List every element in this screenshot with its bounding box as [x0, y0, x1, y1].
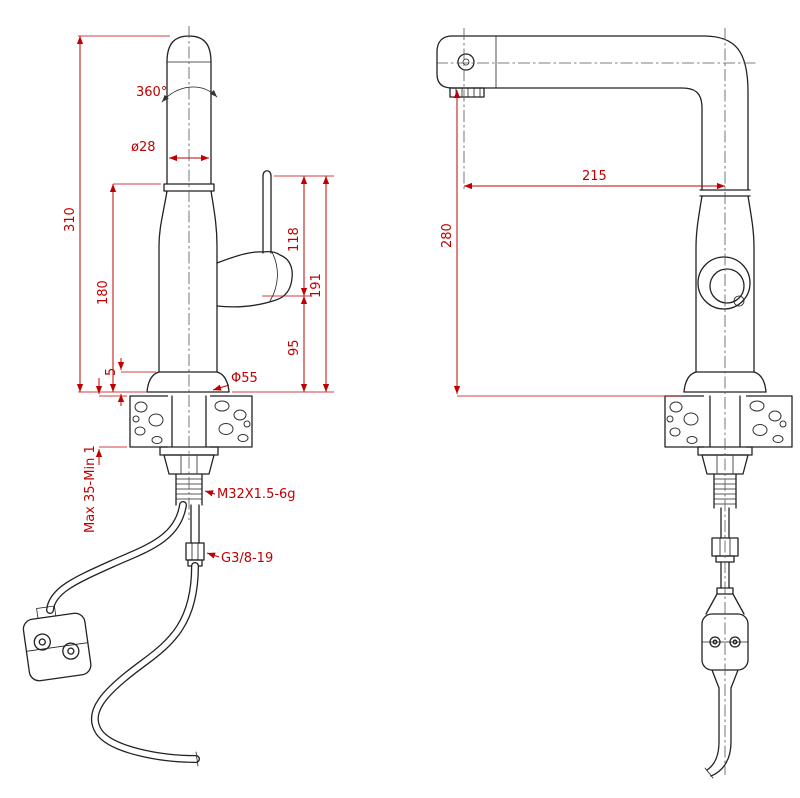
hose-thread-label: G3/8-19	[221, 551, 273, 566]
pullout-hose	[90, 562, 200, 767]
swivel-arrow	[161, 86, 218, 103]
check-valve-fitting	[185, 542, 205, 567]
shank-thread-leader	[204, 490, 216, 497]
nut-facets-right	[716, 455, 734, 474]
mounting-nut-right	[701, 454, 749, 475]
dim-spout-reach-label: 215	[582, 169, 607, 184]
washer	[159, 446, 219, 456]
valve-collar-right	[715, 555, 735, 563]
fitting-collar	[187, 559, 203, 567]
body-left-edge-front	[695, 195, 703, 373]
counter-stone-texture-right	[666, 400, 787, 444]
nut-facets	[180, 455, 198, 474]
body-left-edge	[158, 190, 168, 373]
quick-connector	[22, 605, 92, 682]
counter-stone-texture	[132, 400, 251, 444]
dial-notch	[733, 295, 745, 307]
dim-handle-bottom-label: 95	[287, 339, 302, 356]
fitting-facets	[191, 542, 199, 561]
mounting-hardware	[159, 395, 219, 544]
dim-rotation-label: 360°	[136, 85, 167, 100]
handle-lever	[216, 170, 293, 308]
hose-open-end	[195, 751, 199, 767]
body-right-edge-front	[747, 195, 755, 373]
body-front	[683, 189, 767, 393]
valve-hex-right	[711, 537, 739, 557]
shank-thread-label: M32X1.5-6g	[217, 487, 296, 502]
dim-spout-diameter-label: ø28	[131, 140, 156, 155]
check-valve-right	[711, 537, 739, 595]
dim-spout-height-label: 280	[440, 223, 455, 248]
dim-handle-top-label: 191	[309, 273, 324, 298]
sprayer-dial-outer	[697, 256, 751, 310]
fitting-hex	[185, 542, 205, 561]
washer-right	[697, 446, 753, 456]
spout-head	[436, 35, 497, 89]
body-right-edge	[210, 190, 218, 373]
flange-right	[216, 371, 230, 393]
centerlines	[188, 26, 758, 775]
dim-flange-step-label: 5	[104, 368, 119, 376]
countertop-right	[664, 395, 793, 448]
countertop-left	[129, 395, 253, 448]
valve-facets-right	[719, 537, 731, 557]
connector-split-line	[26, 642, 89, 652]
hose-tail-end	[704, 767, 714, 779]
spray-button-inner	[462, 58, 470, 66]
mounting-nut	[163, 454, 215, 475]
pullout-hose-core	[92, 563, 199, 762]
flange-left	[146, 371, 160, 393]
faucet-body	[158, 190, 218, 373]
flange-right-front	[753, 371, 767, 393]
flange-left-front	[683, 371, 697, 393]
dim-flange-diameter-label: Φ55	[231, 371, 258, 386]
valve-tube-right	[720, 561, 730, 589]
right-view	[436, 35, 793, 779]
tube-right	[720, 507, 730, 539]
shank-through-counter-right	[709, 395, 741, 448]
handle-rod-cap	[262, 170, 272, 177]
arm-top-outer	[451, 35, 749, 191]
dim-total-height-label: 310	[63, 207, 78, 232]
supply-hose-left	[46, 501, 187, 614]
hose-weight	[701, 593, 749, 779]
arm-bottom-inner	[495, 87, 703, 191]
handle-rod	[262, 175, 272, 254]
counter-block	[129, 395, 253, 448]
counter-block-right	[664, 395, 793, 448]
mounting-hardware-right	[697, 395, 753, 539]
shank-through-counter	[171, 395, 207, 448]
handle-joint	[216, 250, 293, 308]
left-view	[22, 35, 293, 767]
dimension-annotations: 310 180 5 118 95 191 ø28 360° Φ55 Max 35…	[63, 35, 725, 566]
dim-mount-thickness-label: Max 35-Min 1	[83, 445, 98, 533]
sprayer-dial-inner	[709, 268, 745, 304]
aerator-ticks	[455, 87, 481, 98]
hose-left-core	[47, 502, 186, 613]
hose-thread-leader	[206, 552, 220, 559]
dim-handle-length-label: 118	[287, 227, 302, 252]
spray-button-outer	[457, 53, 475, 71]
weight-bottom-cone	[711, 669, 739, 689]
spout-walls	[166, 61, 212, 185]
threaded-shank-right	[713, 473, 737, 509]
hose-tail-right	[190, 504, 200, 544]
flange-diameter-leader	[212, 384, 230, 391]
handle-joint-seam	[269, 251, 278, 302]
dim-body-height-label: 180	[96, 280, 111, 305]
weight-top-cone	[705, 593, 745, 615]
aerator	[449, 87, 485, 98]
hose-tail-bottom	[706, 687, 732, 777]
spout-arm	[436, 35, 749, 191]
base-flange	[146, 371, 230, 393]
hose-left-outline	[46, 501, 187, 614]
